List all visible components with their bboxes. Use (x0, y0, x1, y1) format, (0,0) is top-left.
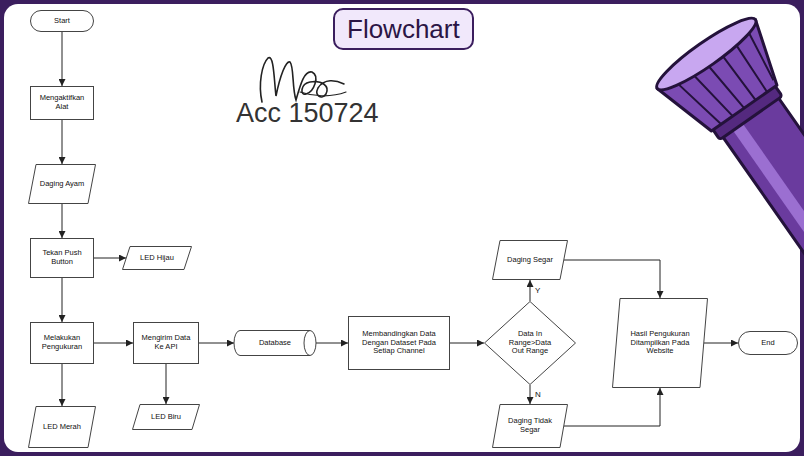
node-text: LED Merah (43, 423, 81, 432)
node-text: End (761, 339, 774, 348)
box-outline (31, 239, 94, 278)
flow-arrow (62, 364, 63, 406)
process-box: Melakukan Pengukuran (30, 322, 94, 364)
box-outline (31, 87, 94, 120)
node-text: Mengirim Data Ke API (137, 334, 195, 351)
flow-arrow (316, 343, 348, 344)
parallelogram-outline (133, 405, 200, 430)
parallelogram-outline (29, 165, 96, 204)
branch-label: N (534, 391, 542, 399)
node-text: Hasil Pengukuran Ditampilkan Pada Websit… (623, 330, 697, 356)
database-cylinder: Database (234, 330, 316, 356)
terminator-outline (739, 332, 798, 355)
node-text: Melakukan Pengukuran (34, 334, 90, 351)
box-outline (134, 323, 199, 364)
node-text: Tekan Push Button (34, 249, 90, 266)
parallelogram-outline (613, 299, 708, 388)
flow-arrow (199, 343, 234, 344)
diamond-outline (485, 302, 576, 385)
parallelogram-outline (29, 407, 96, 448)
flashlight-highlight (731, 120, 804, 250)
flow-arrow (94, 343, 133, 344)
parallelogram-outline (123, 247, 192, 270)
box-outline (349, 317, 450, 370)
node-text: Membandingkan Data Dengan Dataset Pada S… (352, 330, 446, 356)
flow-arrow (94, 258, 126, 259)
terminator-outline (31, 11, 94, 32)
terminator: Start (30, 10, 94, 32)
io-parallelogram: Daging Ayam (28, 164, 96, 204)
node-text: LED Biru (151, 413, 181, 422)
flow-arrow (62, 120, 63, 164)
node-text: Database (259, 339, 291, 348)
title-box: Flowchart (333, 8, 474, 50)
flow-arrow (564, 388, 660, 426)
approval-note: Acc 150724 (236, 98, 379, 129)
process-box: Membandingkan Data Dengan Dataset Pada S… (348, 316, 450, 370)
branch-label: Y (534, 287, 541, 295)
io-parallelogram: Daging Tidak Segar (492, 404, 568, 448)
node-text: Mengaktifkan Alat (34, 94, 90, 111)
flow-arrow (166, 364, 167, 404)
decision-diamond: Data In Range>Data Out Range (484, 301, 576, 385)
cylinder-cap (304, 331, 310, 356)
node-text: Daging Tidak Segar (503, 417, 557, 434)
terminator: End (738, 331, 798, 355)
node-text: Data In Range>Data Out Range (506, 330, 554, 356)
node-text: LED Hijau (140, 254, 174, 263)
parallelogram-outline (493, 405, 568, 448)
io-parallelogram: Daging Segar (492, 240, 568, 280)
title-text: Flowchart (347, 14, 460, 45)
process-box: Tekan Push Button (30, 238, 94, 278)
io-parallelogram: Hasil Pengukuran Ditampilkan Pada Websit… (612, 298, 708, 388)
flow-arrow (450, 343, 484, 344)
flashlight-lens (650, 10, 762, 98)
process-box: Mengaktifkan Alat (30, 86, 94, 120)
box-outline (31, 323, 94, 364)
flow-arrow (62, 204, 63, 238)
flashlight (650, 10, 804, 275)
flow-arrow (62, 278, 63, 322)
flow-arrow (62, 32, 63, 86)
node-text: Daging Ayam (40, 180, 84, 189)
flow-arrow (530, 385, 531, 404)
flow-arrow (564, 260, 660, 298)
io-parallelogram: LED Merah (28, 406, 96, 448)
flow-arrow (704, 343, 738, 344)
flow-arrow (530, 280, 531, 301)
parallelogram-outline (493, 241, 568, 280)
node-text: Start (54, 17, 70, 26)
cylinder-outline (234, 331, 316, 356)
node-text: Daging Segar (507, 256, 553, 265)
io-parallelogram: LED Hijau (122, 246, 192, 270)
io-parallelogram: LED Biru (132, 404, 200, 430)
signature-stroke (300, 92, 346, 96)
process-box: Mengirim Data Ke API (133, 322, 199, 364)
